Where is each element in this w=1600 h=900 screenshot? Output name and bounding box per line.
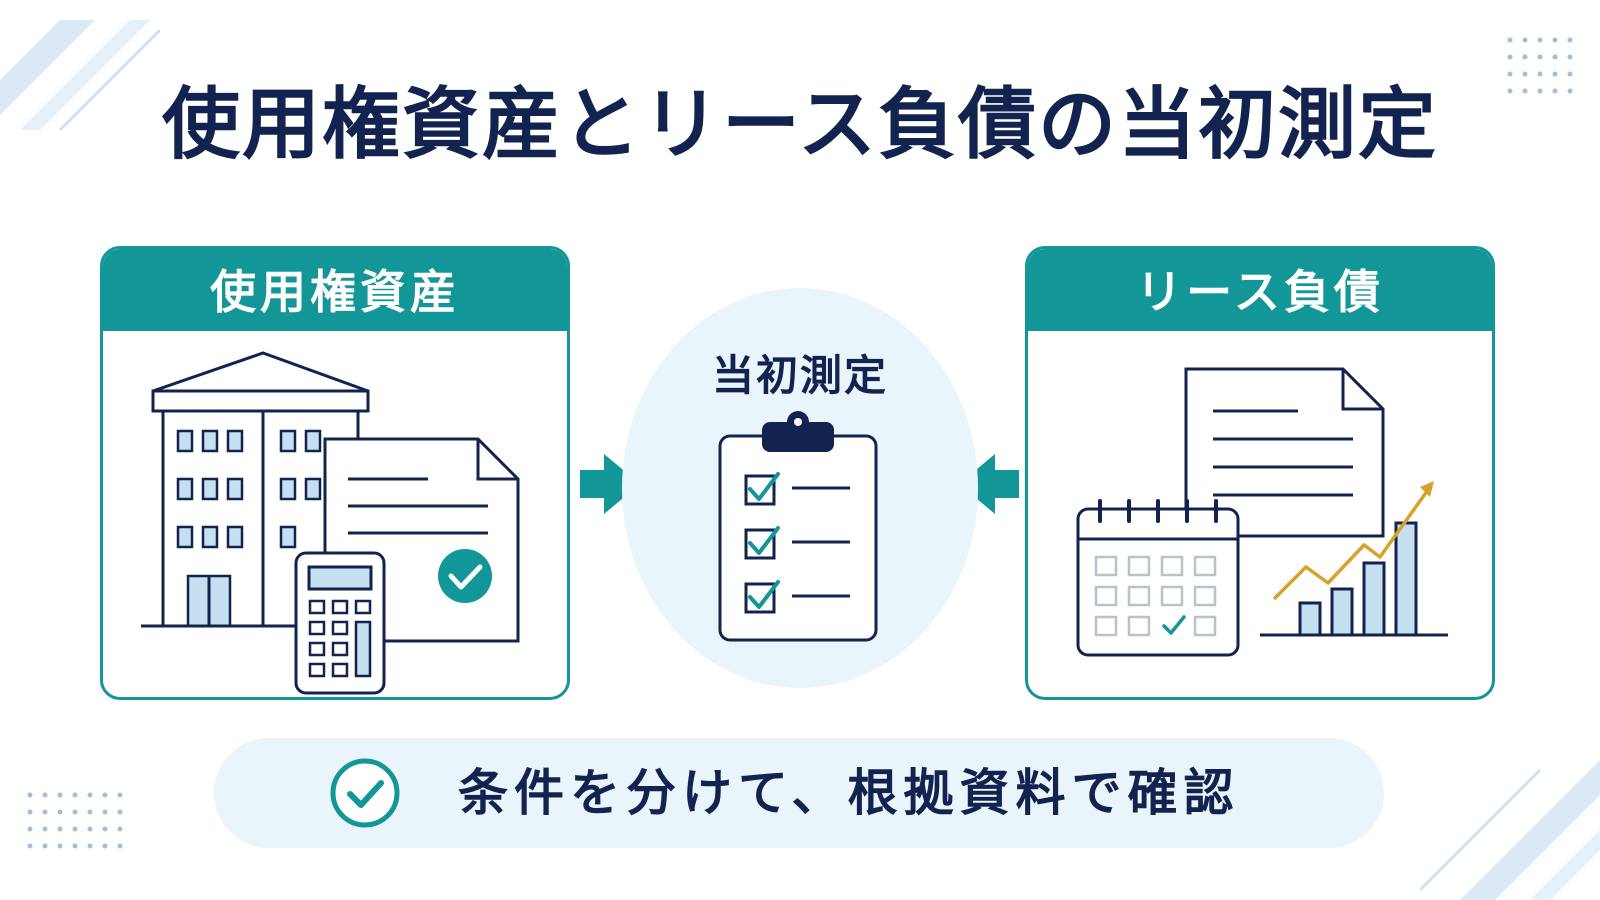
initial-measurement-label: 当初測定 [711, 351, 888, 400]
liability-illustration [1076, 367, 1448, 657]
dot-grid-top-right [1507, 37, 1573, 94]
page-title: 使用権資産とリース負債の当初測定 [161, 80, 1439, 170]
check-circle-icon [330, 758, 400, 828]
right-of-use-asset-heading: 使用権資産 [103, 249, 567, 331]
dot-grid-bottom-left [27, 792, 123, 849]
growth-chart-icon [1260, 481, 1448, 637]
summary-bar [214, 738, 1384, 848]
arrow-right-icon [580, 454, 640, 514]
right-of-use-asset-panel: 使用権資産 [100, 246, 570, 700]
clipboard-checklist-icon [718, 411, 878, 642]
summary-text: 条件を分けて、根拠資料で確認 [458, 764, 1240, 822]
calculator-icon [294, 551, 386, 695]
arrow-left-icon [959, 454, 1019, 514]
corner-stripes-top-left [0, 20, 160, 132]
document-icon [1184, 367, 1385, 538]
corner-stripes-bottom-right [1420, 760, 1600, 900]
asset-illustration [141, 351, 520, 695]
check-circle-icon [438, 549, 492, 603]
lease-liability-heading: リース負債 [1028, 249, 1492, 331]
calendar-icon [1076, 499, 1240, 657]
lease-liability-panel: リース負債 [1025, 246, 1495, 700]
